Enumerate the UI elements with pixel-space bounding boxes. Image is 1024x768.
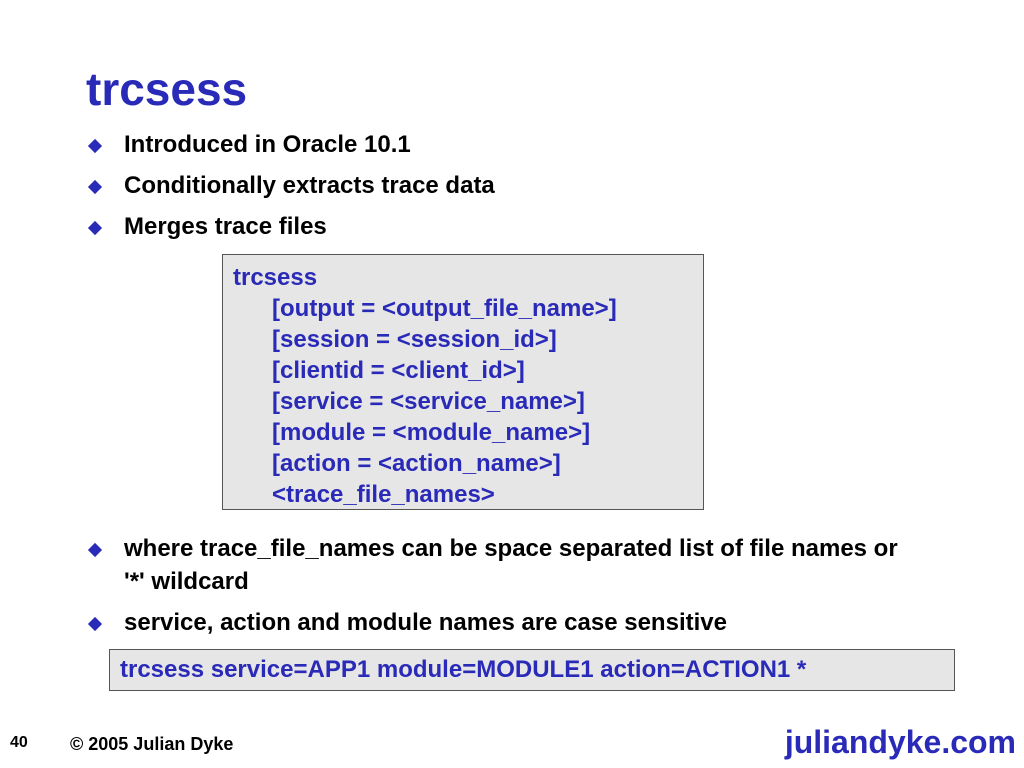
- bullet-text: Introduced in Oracle 10.1: [124, 131, 411, 158]
- syntax-param: [output = <output_file_name>]: [272, 295, 617, 322]
- bullet-text: Conditionally extracts trace data: [124, 172, 495, 199]
- diamond-bullet-icon: [87, 616, 103, 632]
- copyright-text: © 2005 Julian Dyke: [70, 734, 234, 754]
- intro-bullet-list: Introduced in Oracle 10.1 Conditionally …: [86, 128, 495, 251]
- syntax-command: trcsess: [233, 264, 318, 291]
- bullet-item: where trace_file_names can be space sepa…: [86, 532, 924, 606]
- bullet-item: Merges trace files: [86, 210, 495, 251]
- syntax-param: <trace_file_names>: [272, 481, 495, 508]
- diamond-bullet-icon: [87, 179, 103, 195]
- syntax-param: [session = <session_id>]: [272, 326, 557, 353]
- syntax-param: [clientid = <client_id>]: [272, 357, 525, 384]
- diamond-bullet-icon: [87, 542, 103, 558]
- syntax-box: trcsess [output = <output_file_name>] [s…: [222, 254, 704, 510]
- syntax-param: [action = <action_name>]: [272, 450, 561, 477]
- syntax-param: [service = <service_name>]: [272, 388, 585, 415]
- bullet-item: Introduced in Oracle 10.1: [86, 128, 495, 169]
- bullet-text: Merges trace files: [124, 213, 327, 240]
- notes-bullet-list: where trace_file_names can be space sepa…: [86, 532, 924, 639]
- slide-title: trcsess: [86, 63, 248, 115]
- example-command-box: trcsess service=APP1 module=MODULE1 acti…: [109, 649, 955, 691]
- site-logo-text: juliandyke.com: [784, 724, 1016, 760]
- diamond-bullet-icon: [87, 138, 103, 154]
- bullet-item: service, action and module names are cas…: [86, 606, 924, 639]
- diamond-bullet-icon: [87, 220, 103, 236]
- syntax-param: [module = <module_name>]: [272, 419, 591, 446]
- bullet-text: service, action and module names are cas…: [124, 609, 727, 636]
- bullet-text: where trace_file_names can be space sepa…: [124, 535, 898, 595]
- bullet-item: Conditionally extracts trace data: [86, 169, 495, 210]
- page-number: 40: [10, 734, 28, 751]
